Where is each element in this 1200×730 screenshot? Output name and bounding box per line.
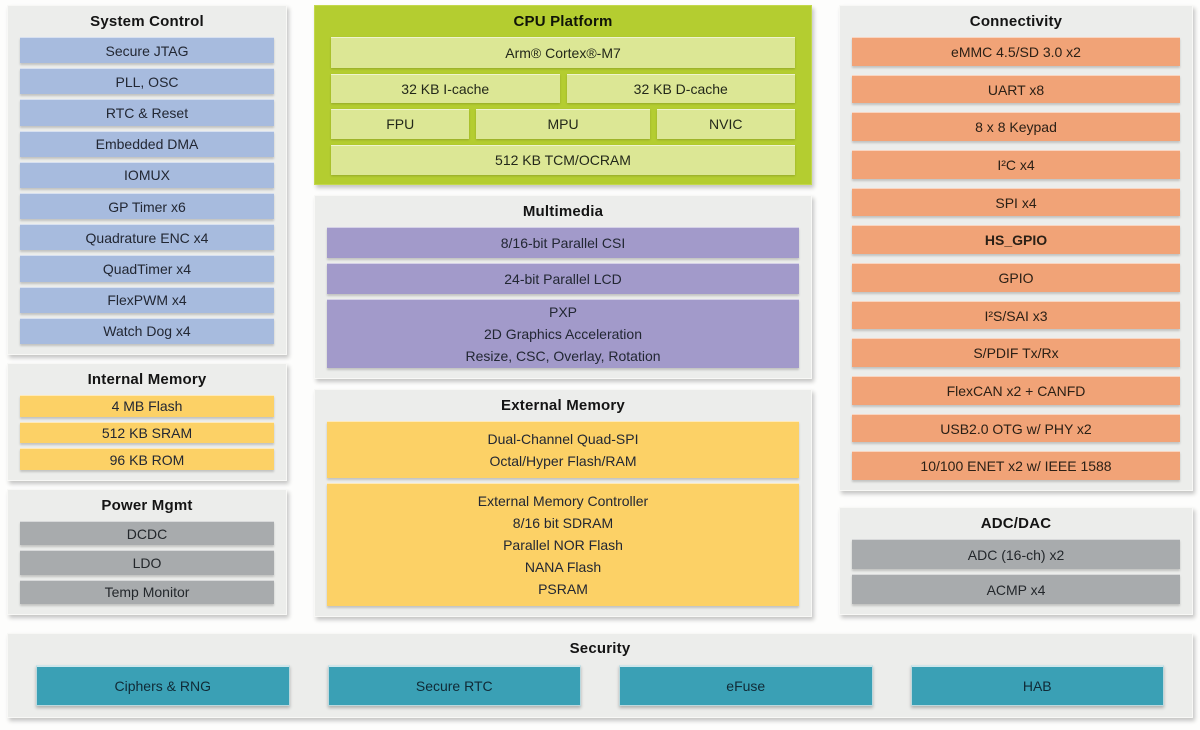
block-usb-otg: USB2.0 OTG w/ PHY x2 — [852, 413, 1180, 443]
block-dcdc: DCDC — [20, 521, 274, 546]
panel-internal-memory: Internal Memory 4 MB Flash 512 KB SRAM 9… — [7, 363, 287, 481]
block-icache: 32 KB I-cache — [331, 73, 560, 103]
block-parallel-lcd: 24-bit Parallel LCD — [327, 263, 799, 294]
external-memory-rows: Dual-Channel Quad-SPI Octal/Hyper Flash/… — [327, 421, 799, 606]
panel-cpu-platform: CPU Platform Arm® Cortex®-M7 32 KB I-cac… — [314, 5, 812, 185]
cpu-platform-rows: Arm® Cortex®-M7 32 KB I-cache 32 KB D-ca… — [331, 37, 796, 175]
panel-title-connectivity: Connectivity — [969, 13, 1063, 30]
block-tcm-ocram: 512 KB TCM/OCRAM — [331, 144, 795, 175]
block-rom: 96 KB ROM — [20, 448, 274, 471]
block-flexpwm: FlexPWM x4 — [20, 286, 274, 313]
panel-external-memory: External Memory Dual-Channel Quad-SPI Oc… — [314, 389, 812, 617]
panel-security: Security Ciphers & RNG Secure RTC eFuse … — [7, 633, 1193, 718]
panel-title-system-control: System Control — [90, 13, 204, 30]
block-ldo: LDO — [20, 550, 274, 575]
block-acmp: ACMP x4 — [852, 574, 1180, 604]
connectivity-rows: eMMC 4.5/SD 3.0 x2 UART x8 8 x 8 Keypad … — [852, 37, 1180, 481]
block-spi: SPI x4 — [852, 187, 1180, 217]
block-cortex-m7: Arm® Cortex®-M7 — [331, 37, 795, 68]
block-mpu: MPU — [476, 109, 650, 139]
block-i2s-sai: I²S/SAI x3 — [852, 300, 1180, 330]
panel-connectivity: Connectivity eMMC 4.5/SD 3.0 x2 UART x8 … — [839, 5, 1193, 491]
block-ciphers-rng: Ciphers & RNG — [36, 665, 290, 706]
system-control-rows: Secure JTAG PLL, OSC RTC & Reset Embedde… — [20, 37, 274, 345]
panel-title-security: Security — [569, 640, 631, 657]
block-i2c: I²C x4 — [852, 150, 1180, 179]
block-flash: 4 MB Flash — [20, 395, 274, 417]
block-emmc-sd: eMMC 4.5/SD 3.0 x2 — [852, 37, 1180, 66]
block-ext-memory-controller: External Memory Controller 8/16 bit SDRA… — [327, 483, 799, 606]
block-quad-spi: Dual-Channel Quad-SPI Octal/Hyper Flash/… — [327, 421, 799, 478]
block-rtc-reset: RTC & Reset — [20, 99, 274, 126]
power-mgmt-rows: DCDC LDO Temp Monitor — [20, 521, 274, 604]
block-secure-rtc: Secure RTC — [327, 665, 581, 706]
block-nvic: NVIC — [656, 109, 796, 139]
block-enet: 10/100 ENET x2 w/ IEEE 1588 — [852, 451, 1180, 481]
panel-multimedia: Multimedia 8/16-bit Parallel CSI 24-bit … — [314, 195, 812, 379]
block-uart: UART x8 — [852, 74, 1180, 104]
block-iomux: IOMUX — [20, 161, 274, 189]
block-sram: 512 KB SRAM — [20, 421, 274, 444]
block-gpio: GPIO — [852, 263, 1180, 292]
block-flexcan: FlexCAN x2 + CANFD — [852, 376, 1180, 405]
block-pxp: PXP 2D Graphics Acceleration Resize, CSC… — [327, 299, 799, 368]
block-parallel-csi: 8/16-bit Parallel CSI — [327, 227, 799, 258]
panel-title-cpu-platform: CPU Platform — [513, 13, 613, 30]
block-hab: HAB — [910, 665, 1164, 706]
block-efuse: eFuse — [619, 665, 873, 706]
right-column: Connectivity eMMC 4.5/SD 3.0 x2 UART x8 … — [839, 5, 1193, 625]
block-gp-timer: GP Timer x6 — [20, 193, 274, 220]
panel-title-external-memory: External Memory — [501, 397, 625, 414]
panel-title-multimedia: Multimedia — [522, 203, 604, 220]
multimedia-rows: 8/16-bit Parallel CSI 24-bit Parallel LC… — [327, 227, 799, 368]
panel-title-internal-memory: Internal Memory — [87, 371, 207, 388]
block-temp-monitor: Temp Monitor — [20, 579, 274, 604]
security-blocks: Ciphers & RNG Secure RTC eFuse HAB — [36, 665, 1164, 706]
core-units-row: FPU MPU NVIC — [331, 109, 796, 139]
block-keypad: 8 x 8 Keypad — [852, 112, 1180, 142]
block-watchdog: Watch Dog x4 — [20, 317, 274, 345]
panel-adc-dac: ADC/DAC ADC (16-ch) x2 ACMP x4 — [839, 507, 1193, 615]
panel-system-control: System Control Secure JTAG PLL, OSC RTC … — [7, 5, 287, 355]
internal-memory-rows: 4 MB Flash 512 KB SRAM 96 KB ROM — [20, 395, 274, 471]
cache-row: 32 KB I-cache 32 KB D-cache — [331, 73, 795, 103]
block-fpu: FPU — [331, 109, 470, 139]
center-column: CPU Platform Arm® Cortex®-M7 32 KB I-cac… — [314, 5, 812, 625]
block-quadrature-enc: Quadrature ENC x4 — [20, 224, 274, 251]
block-embedded-dma: Embedded DMA — [20, 130, 274, 157]
block-secure-jtag: Secure JTAG — [20, 37, 274, 64]
block-spdif: S/PDIF Tx/Rx — [852, 338, 1180, 368]
left-column: System Control Secure JTAG PLL, OSC RTC … — [7, 5, 287, 625]
panel-power-mgmt: Power Mgmt DCDC LDO Temp Monitor — [7, 489, 287, 615]
block-adc: ADC (16-ch) x2 — [852, 539, 1180, 569]
block-hs-gpio: HS_GPIO — [852, 225, 1180, 255]
panel-title-adc-dac: ADC/DAC — [980, 515, 1052, 532]
block-quadtimer: QuadTimer x4 — [20, 255, 274, 282]
adc-dac-rows: ADC (16-ch) x2 ACMP x4 — [852, 539, 1180, 604]
block-pll-osc: PLL, OSC — [20, 68, 274, 95]
panel-title-power-mgmt: Power Mgmt — [101, 497, 193, 514]
block-dcache: 32 KB D-cache — [566, 73, 795, 103]
